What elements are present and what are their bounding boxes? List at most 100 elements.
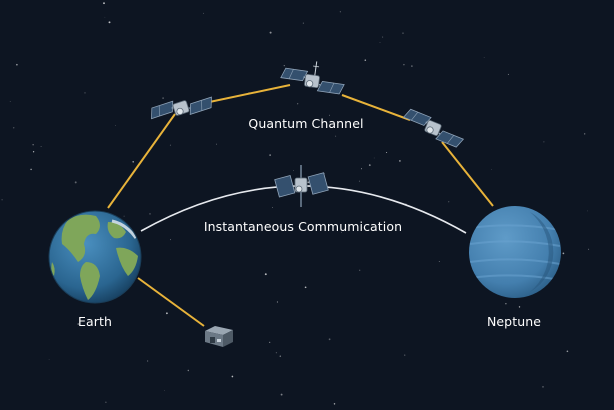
star bbox=[132, 161, 134, 163]
star bbox=[307, 181, 310, 184]
star bbox=[84, 92, 86, 94]
star bbox=[399, 160, 401, 162]
star bbox=[32, 151, 35, 153]
link-earth-ground-station bbox=[137, 277, 205, 327]
star bbox=[505, 303, 507, 305]
star bbox=[368, 164, 371, 166]
earth-label: Earth bbox=[77, 314, 113, 329]
starfield bbox=[1, 2, 590, 405]
star bbox=[411, 65, 413, 67]
star bbox=[373, 157, 375, 159]
star bbox=[162, 97, 164, 99]
star bbox=[146, 360, 149, 362]
star bbox=[300, 229, 302, 231]
star bbox=[588, 248, 590, 250]
star bbox=[302, 22, 304, 24]
star bbox=[404, 354, 406, 356]
star bbox=[364, 59, 367, 61]
star bbox=[339, 11, 341, 13]
star bbox=[543, 141, 545, 143]
instant-communication-label: Instantaneous Commumication bbox=[203, 219, 403, 234]
star bbox=[149, 213, 151, 215]
star bbox=[272, 207, 273, 208]
star bbox=[269, 31, 272, 34]
star bbox=[518, 306, 521, 308]
relay-satellite-icon bbox=[274, 165, 329, 207]
star bbox=[358, 180, 360, 182]
link-earth-sat1 bbox=[107, 113, 176, 209]
star bbox=[341, 231, 342, 233]
star bbox=[335, 135, 337, 137]
neptune-planet bbox=[469, 206, 561, 298]
star bbox=[216, 143, 217, 145]
star bbox=[293, 170, 294, 171]
star bbox=[562, 252, 565, 255]
star bbox=[403, 63, 405, 66]
star bbox=[566, 350, 569, 353]
star bbox=[30, 168, 32, 171]
star bbox=[32, 144, 34, 146]
star bbox=[276, 301, 278, 303]
star bbox=[164, 390, 165, 391]
star bbox=[115, 125, 117, 126]
star bbox=[16, 63, 18, 66]
star bbox=[283, 64, 285, 67]
star bbox=[12, 127, 15, 129]
star bbox=[170, 239, 171, 241]
star bbox=[256, 224, 259, 227]
star bbox=[74, 181, 77, 184]
star bbox=[203, 12, 205, 14]
star bbox=[169, 144, 171, 146]
star bbox=[542, 386, 544, 388]
star bbox=[328, 338, 331, 341]
satellite-icon bbox=[399, 107, 467, 150]
star bbox=[269, 154, 271, 156]
link-sat3-neptune bbox=[441, 141, 494, 207]
star bbox=[279, 225, 282, 228]
star bbox=[40, 145, 42, 147]
star bbox=[103, 2, 105, 5]
star bbox=[280, 393, 283, 396]
star bbox=[386, 151, 388, 154]
satellite-icon bbox=[279, 61, 346, 96]
star bbox=[586, 210, 588, 212]
star bbox=[333, 403, 336, 405]
star bbox=[379, 42, 381, 43]
satellite-icon bbox=[147, 88, 216, 127]
quantum-channel-label: Quantum Channel bbox=[248, 116, 364, 131]
star bbox=[483, 57, 485, 58]
star bbox=[438, 261, 440, 262]
star bbox=[104, 16, 106, 18]
ground-station-icon bbox=[205, 326, 233, 347]
link-sat2-sat3 bbox=[341, 94, 411, 121]
link-sat1-sat2 bbox=[199, 84, 291, 105]
star bbox=[269, 341, 271, 344]
star bbox=[9, 101, 11, 102]
star bbox=[275, 352, 278, 354]
star bbox=[359, 269, 361, 271]
star bbox=[361, 168, 362, 170]
star bbox=[231, 375, 234, 378]
earth-planet bbox=[48, 210, 142, 304]
neptune-label: Neptune bbox=[486, 314, 542, 329]
star bbox=[187, 369, 190, 372]
star bbox=[123, 215, 125, 217]
star bbox=[108, 21, 111, 24]
star bbox=[448, 201, 450, 203]
star bbox=[166, 312, 168, 315]
star bbox=[382, 36, 384, 38]
star bbox=[507, 73, 509, 75]
star bbox=[491, 168, 492, 170]
star bbox=[584, 133, 586, 135]
star bbox=[328, 114, 331, 116]
star bbox=[402, 32, 404, 34]
star bbox=[48, 359, 50, 361]
star bbox=[304, 286, 307, 289]
star bbox=[279, 355, 282, 357]
star bbox=[264, 273, 267, 276]
star bbox=[297, 103, 299, 105]
star bbox=[77, 323, 80, 325]
star bbox=[1, 199, 3, 201]
